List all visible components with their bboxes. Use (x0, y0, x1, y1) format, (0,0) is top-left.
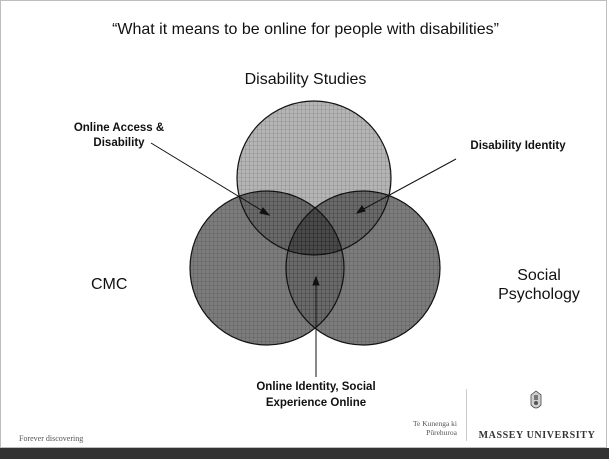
hatch-texture (190, 101, 440, 345)
set-label-social-psychology: Social Psychology (498, 267, 580, 303)
callout-disability-identity: Disability Identity (470, 140, 566, 152)
footer-divider (466, 389, 467, 441)
slide: “What it means to be online for people w… (0, 0, 607, 448)
callout-online-access-disability: Online Access & Disability (73, 122, 165, 149)
callout-online-identity: Online Identity, Social Experience Onlin… (256, 381, 376, 409)
arrow-disability-identity (359, 158, 457, 212)
arrow-online-access (150, 142, 267, 214)
footer-university-name: MASSEY UNIVERSITY (478, 430, 596, 441)
massey-crest-icon (530, 390, 542, 409)
footer-tagline: Forever discovering (19, 434, 84, 443)
arrowhead-online-access (259, 207, 271, 216)
slide-title: “What it means to be online for people w… (112, 21, 499, 38)
circle-outlines (189, 100, 441, 346)
bottom-bar (0, 448, 609, 459)
set-label-disability-studies: Disability Studies (244, 71, 367, 88)
arrowhead-online-identity (312, 275, 320, 286)
set-label-cmc: CMC (91, 276, 128, 293)
footer-maori-name: Te Kunenga ki Pūrehuroa (412, 419, 457, 437)
callout-arrows (150, 142, 457, 377)
arrowhead-disability-identity (355, 205, 366, 214)
